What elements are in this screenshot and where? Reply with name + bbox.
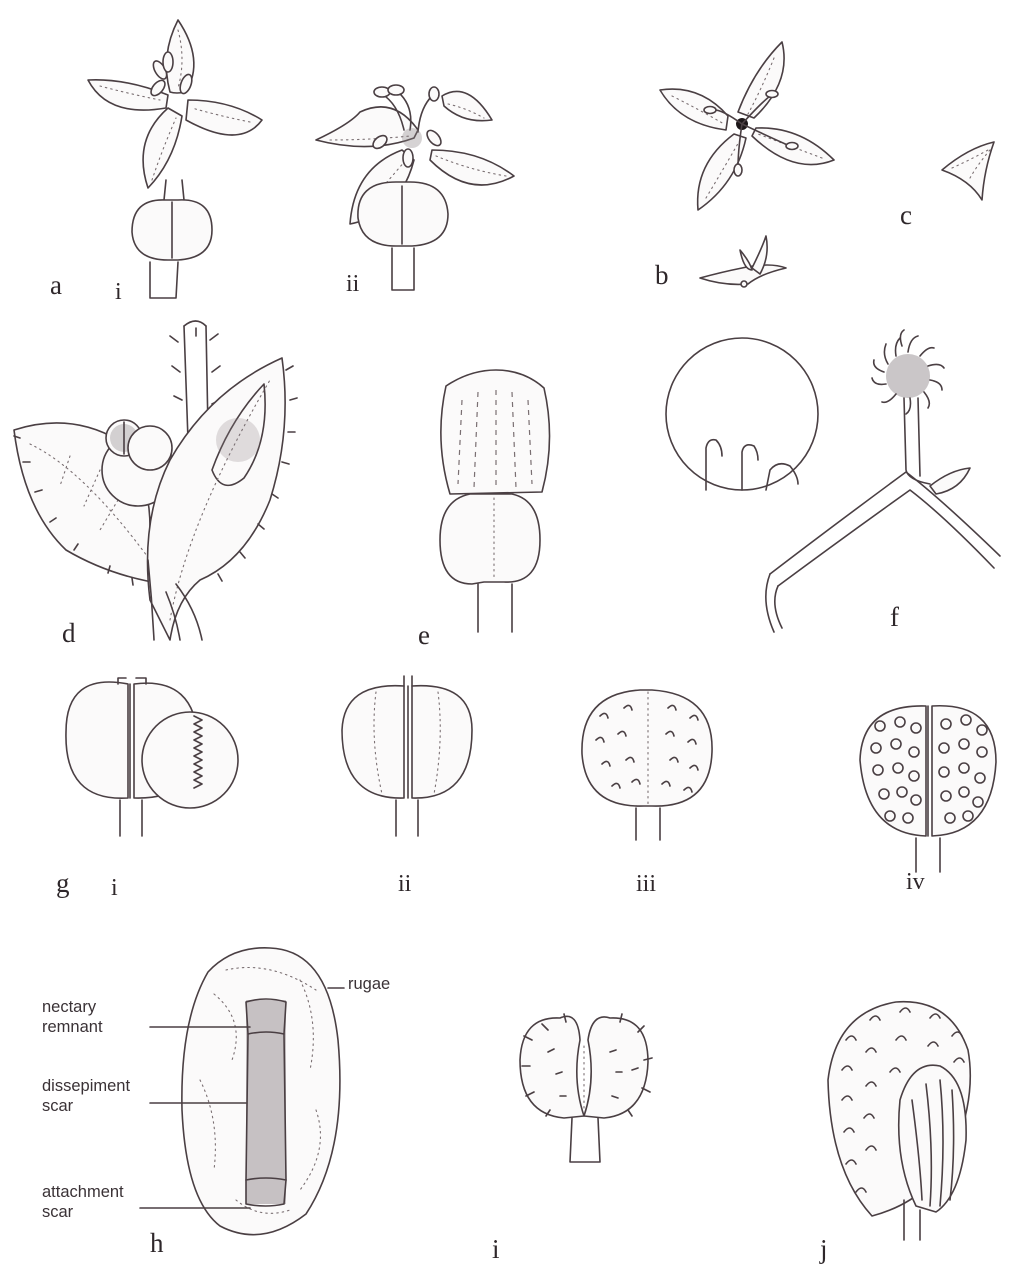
figure-h — [140, 948, 344, 1235]
figure-g-iii — [582, 690, 712, 840]
figure-b — [660, 42, 834, 287]
label-h: h — [150, 1230, 164, 1257]
annotation-dissepiment-scar: dissepiment scar — [42, 1077, 130, 1117]
annotation-nectary-remnant: nectary remnant — [42, 998, 103, 1038]
label-g-ii: ii — [398, 872, 411, 896]
figure-d — [14, 321, 297, 640]
label-a: a — [50, 272, 62, 299]
label-d: d — [62, 620, 76, 647]
label-g: g — [56, 870, 70, 897]
label-j: j — [820, 1236, 828, 1263]
label-g-i: i — [111, 876, 118, 900]
figure-g-iv — [860, 706, 996, 872]
figure-f — [666, 330, 1000, 632]
label-a-ii: ii — [346, 272, 359, 296]
label-b: b — [655, 262, 669, 289]
label-c: c — [900, 202, 912, 229]
figure-j — [828, 1002, 970, 1240]
label-f: f — [890, 604, 899, 631]
figure-g-ii — [342, 676, 472, 836]
label-i: i — [492, 1236, 500, 1263]
figure-e — [440, 370, 550, 632]
figure-i — [520, 1014, 652, 1162]
label-a-i: i — [115, 280, 122, 304]
figure-a-ii — [316, 85, 514, 290]
annotation-attachment-scar: attachment scar — [42, 1183, 124, 1223]
label-g-iii: iii — [636, 872, 656, 896]
annotation-rugae: rugae — [348, 975, 390, 995]
figure-c — [942, 142, 994, 200]
label-g-iv: iv — [906, 870, 925, 894]
label-e: e — [418, 622, 430, 649]
figure-g-i — [66, 678, 238, 836]
figure-a-i — [88, 20, 262, 298]
